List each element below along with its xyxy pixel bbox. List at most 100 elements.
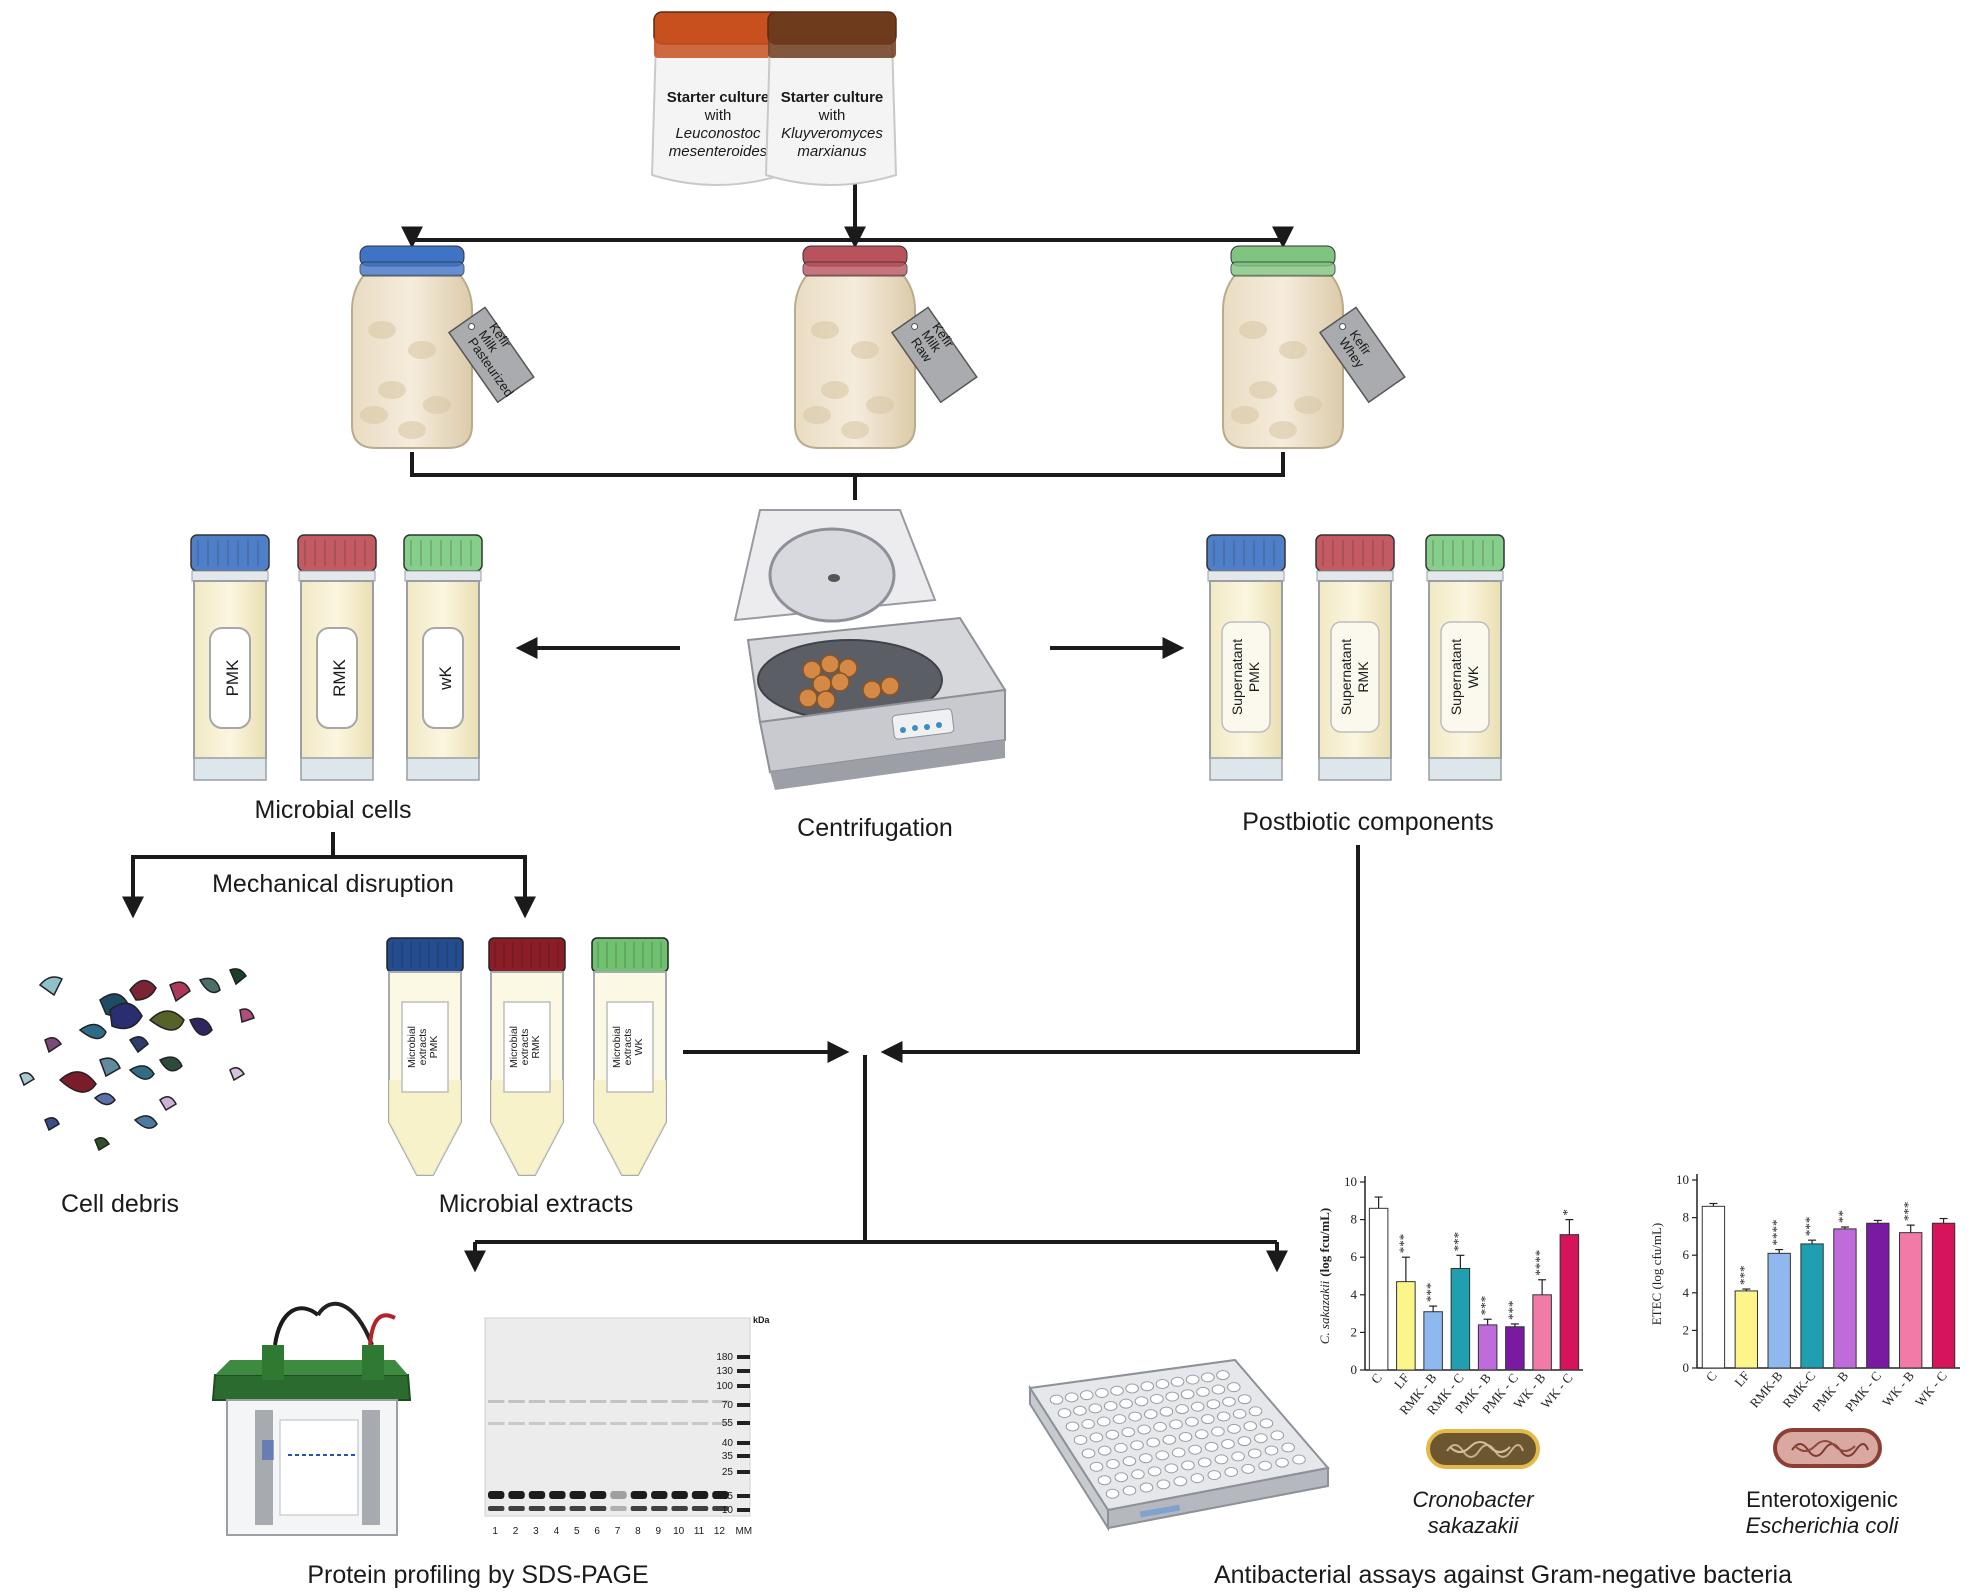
- y-axis-label-unit: (log fcu/mL): [1317, 1208, 1332, 1277]
- significance-label: ***: [1450, 1232, 1465, 1252]
- starter-culture-jars: Starter culturewithLeuconostocmesenteroi…: [650, 11, 898, 186]
- gel-band-15kda: [528, 1491, 546, 1499]
- tube-label-card: [1440, 621, 1490, 733]
- bar: [1866, 1222, 1890, 1369]
- kefir-tag-hole: [1339, 323, 1347, 331]
- y-tick-label: 6: [1683, 1247, 1690, 1262]
- y-tick-label: 8: [1351, 1212, 1358, 1227]
- tube-collar: [1426, 570, 1504, 582]
- gel-faint-band: [712, 1400, 729, 1403]
- plate-well: [1185, 1416, 1199, 1427]
- tube-label: PMK: [223, 659, 242, 697]
- kefir-grain: [1279, 341, 1307, 359]
- extract-tube-cap: [591, 937, 669, 973]
- bar: [1701, 1205, 1726, 1369]
- starter-jar-1: Starter culturewithLeuconostocmesenteroi…: [650, 11, 784, 186]
- gel-band-15kda: [651, 1491, 668, 1499]
- gel-band-15kda: [508, 1491, 525, 1499]
- plate-well: [1170, 1376, 1185, 1387]
- gel-marker-band: [737, 1441, 750, 1445]
- plate-well: [1211, 1384, 1226, 1395]
- gel-faint-band: [488, 1422, 505, 1425]
- gel-faint-band: [630, 1422, 648, 1425]
- gel-band-10kda: [630, 1506, 648, 1511]
- extract-tube-label-line: extracts: [622, 1029, 634, 1066]
- extract-tube-liquid: [491, 1080, 563, 1175]
- plate-well: [1165, 1391, 1180, 1402]
- tube-cap: [1425, 534, 1505, 572]
- gel-marker-band: [737, 1403, 750, 1407]
- tube-label-card: [1221, 621, 1271, 733]
- y-axis-label-italic: C. sakazakii: [1317, 1280, 1332, 1344]
- starter-jar-organism-1: Leuconostoc: [675, 125, 761, 142]
- plate-well: [1185, 1374, 1200, 1385]
- gel-marker-label: 180: [716, 1352, 733, 1363]
- plate-well: [1264, 1445, 1279, 1456]
- organism-label-1-line2: sakazakii: [1428, 1513, 1520, 1538]
- y-tick-label: 10: [1344, 1174, 1357, 1189]
- extract-tube-label-line: Microbial: [406, 1026, 418, 1068]
- gel-faint-band: [691, 1422, 709, 1425]
- y-tick-label: 0: [1351, 1362, 1358, 1377]
- gel-faint-band: [569, 1400, 586, 1403]
- x-tick-label: LF: [1391, 1370, 1412, 1391]
- gel-band-10kda: [589, 1506, 607, 1511]
- plate-well: [1258, 1460, 1272, 1471]
- gel-lane-label: 6: [594, 1526, 600, 1537]
- gel-band-15kda: [630, 1491, 648, 1499]
- organism-label-2-line1: Enterotoxigenic: [1746, 1487, 1898, 1512]
- starter-jar-with: with: [704, 107, 732, 124]
- gel-lane-label: 7: [615, 1526, 621, 1537]
- gel-marker-label: 15: [722, 1491, 734, 1502]
- kefir-grain: [1249, 381, 1277, 399]
- tube-skirt: [300, 757, 374, 781]
- extract-tube-cap: [488, 937, 566, 973]
- gel-band-15kda: [691, 1491, 709, 1499]
- tube-collar: [1207, 570, 1285, 582]
- starter-jar-organism-2: marxianus: [797, 143, 867, 160]
- gel-marker-label: 10: [722, 1505, 734, 1516]
- plate-well: [1150, 1393, 1164, 1404]
- kefir-grain: [398, 421, 426, 439]
- gel-marker-band: [737, 1421, 750, 1425]
- significance-label: ***: [1505, 1300, 1520, 1320]
- gel-faint-band: [671, 1400, 688, 1403]
- cronobacter-bacterium-icon: [1426, 1429, 1540, 1469]
- y-tick-label: 10: [1676, 1172, 1689, 1187]
- plate-well: [1248, 1406, 1263, 1417]
- plate-well: [1281, 1442, 1295, 1453]
- kefir-grain: [811, 321, 839, 339]
- bar: [1931, 1222, 1956, 1369]
- tube-label-card: [422, 627, 464, 729]
- plate-well: [1140, 1381, 1155, 1392]
- gel-faint-band: [651, 1400, 668, 1403]
- kefir-grain: [1269, 421, 1297, 439]
- plate-well: [1131, 1469, 1145, 1480]
- extract-tube-label-line: extracts: [417, 1029, 429, 1066]
- x-tick-label: WK - C: [1912, 1368, 1950, 1409]
- kefir-grain: [423, 396, 451, 414]
- gel-faint-band: [528, 1422, 546, 1425]
- gel-marker-label: 130: [716, 1366, 733, 1377]
- label-mechanical-disruption: Mechanical disruption: [212, 870, 454, 898]
- plate-well: [1254, 1433, 1268, 1444]
- plate-well: [1079, 1390, 1094, 1401]
- plate-well: [1159, 1406, 1174, 1417]
- plate-well: [1106, 1458, 1120, 1469]
- gel-marker-band: [737, 1470, 750, 1474]
- label-sds-page: Protein profiling by SDS-PAGE: [307, 1561, 648, 1589]
- tube-label-line1: Supernatant: [1338, 639, 1354, 715]
- tube-cap: [297, 534, 377, 572]
- starter-jar-body: [764, 39, 898, 186]
- plate-well: [1155, 1379, 1170, 1390]
- plate-well: [1247, 1448, 1262, 1459]
- gel-faint-band: [589, 1422, 607, 1425]
- plate-well: [1073, 1405, 1087, 1416]
- kefir-grain: [821, 381, 849, 399]
